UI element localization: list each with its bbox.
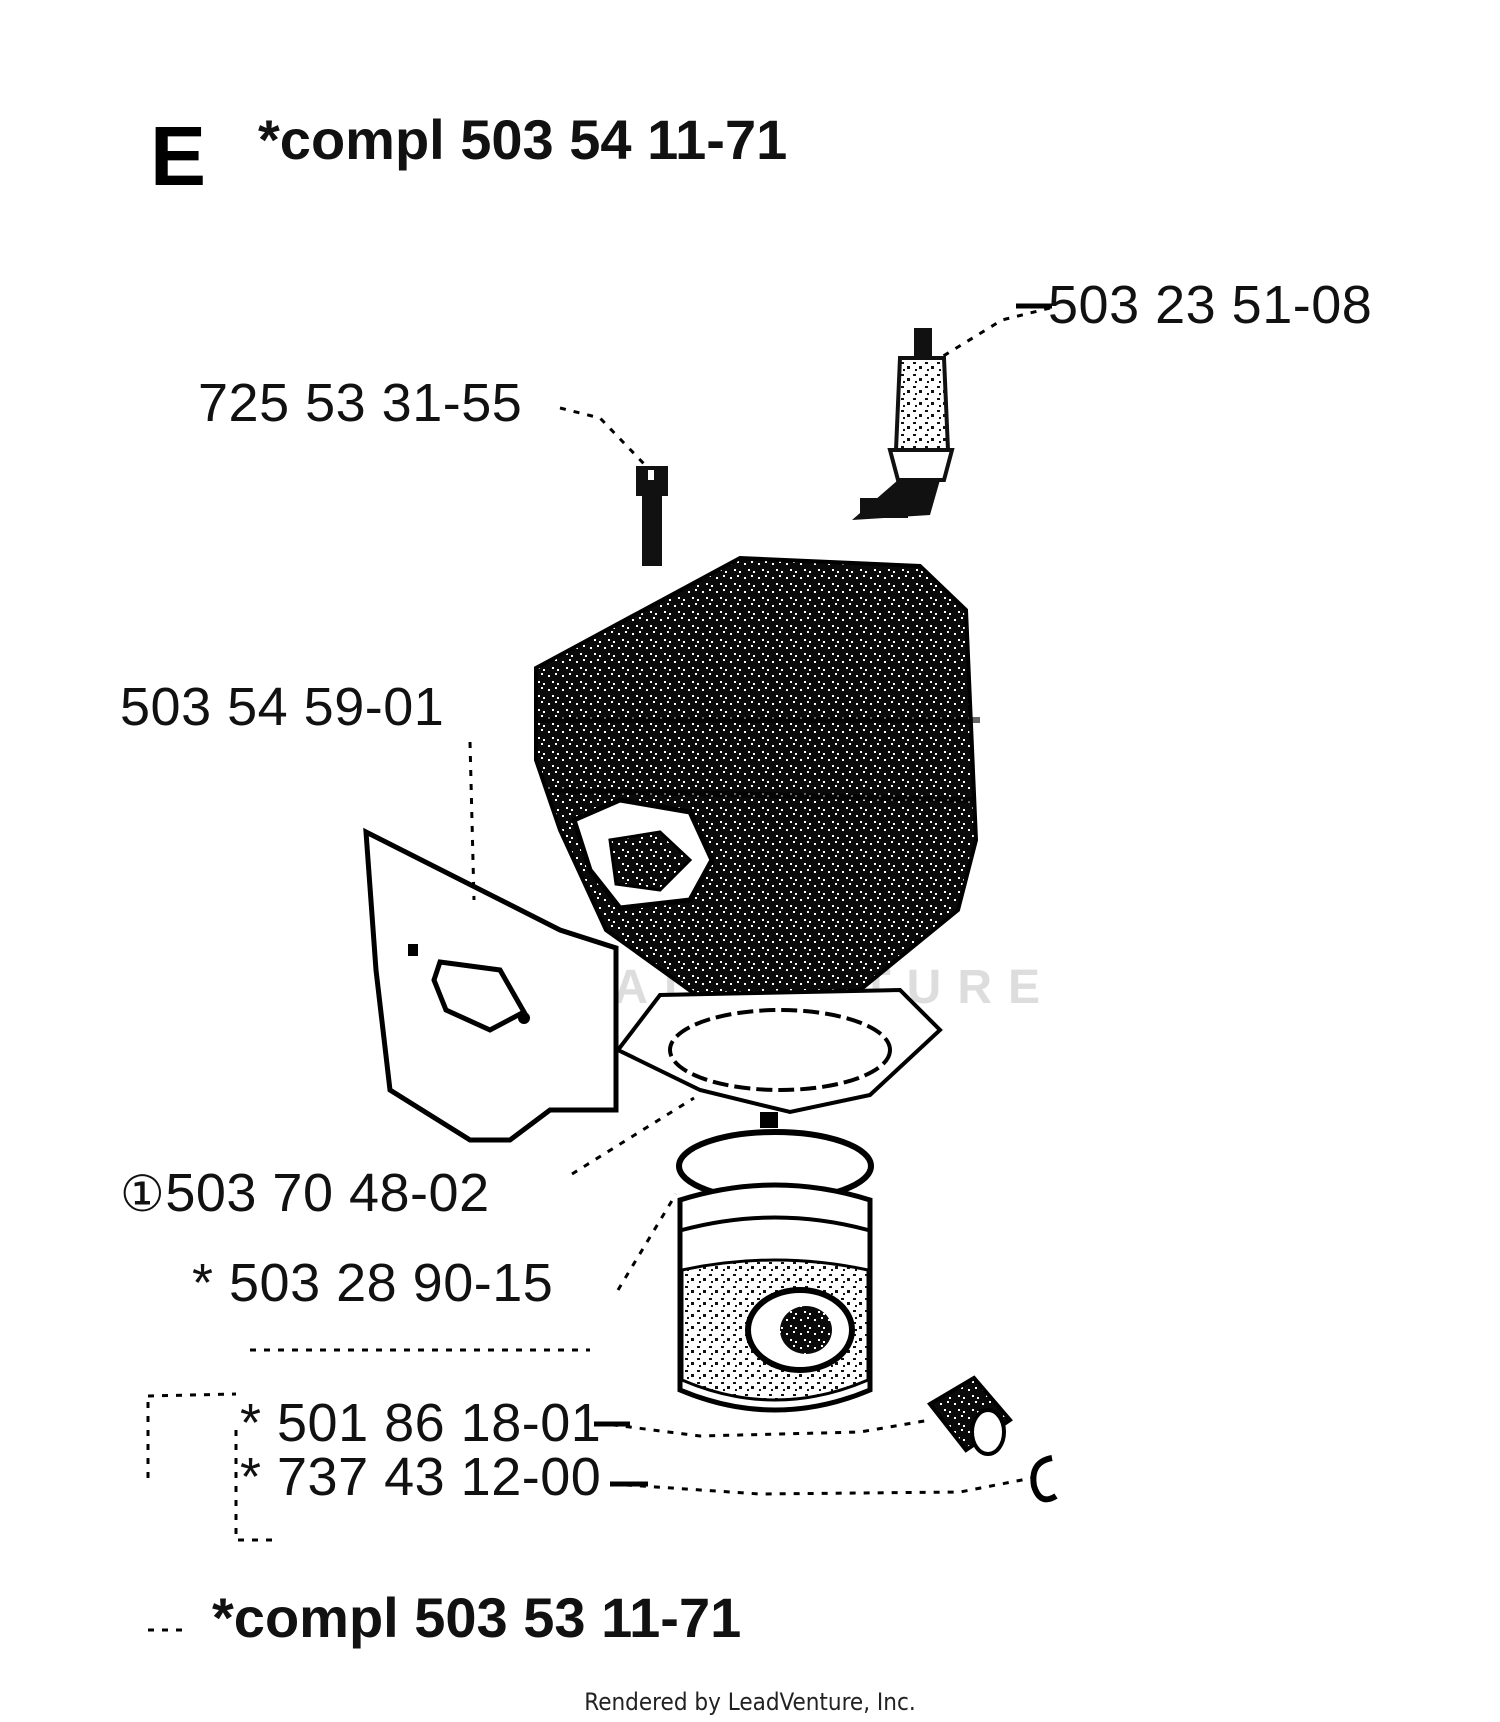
- part-number-circlip: * 737 43 12-00: [240, 1447, 602, 1507]
- part-number-piston-pin: * 501 86 18-01: [240, 1393, 602, 1453]
- assembly-title-bottom: *compl 503 53 11-71: [212, 1586, 742, 1649]
- piston-part: [677, 1182, 873, 1413]
- part-number-spark-plug: 503 23 51-08: [1048, 275, 1373, 335]
- heat-shield-part: [363, 827, 619, 1143]
- section-letter: E: [150, 109, 207, 203]
- part-number-gasket: 503 70 48-02: [165, 1163, 490, 1223]
- part-number-heat-shield: 503 54 59-01: [120, 677, 445, 737]
- part-number-piston-ring: * 503 28 90-15: [192, 1253, 554, 1313]
- piston-pin-part: [927, 1375, 1013, 1456]
- gasket-marker-icon: ①: [120, 1165, 166, 1223]
- leader-lines: [146, 306, 1051, 1632]
- leader-ticks: [594, 303, 1052, 1487]
- cylinder-part: [534, 555, 980, 1015]
- bolt-part: [636, 466, 668, 566]
- spark-plug-part: [852, 328, 955, 520]
- assembly-title-top: *compl 503 54 11-71: [258, 108, 788, 171]
- part-number-bolt: 725 53 31-55: [198, 373, 523, 433]
- circlip-part: [1030, 1455, 1058, 1503]
- part-row-gasket: ①503 70 48-02: [120, 1166, 490, 1220]
- cylinder-gasket-part: [614, 987, 943, 1115]
- footer-credit: Rendered by LeadVenture, Inc.: [584, 1688, 916, 1716]
